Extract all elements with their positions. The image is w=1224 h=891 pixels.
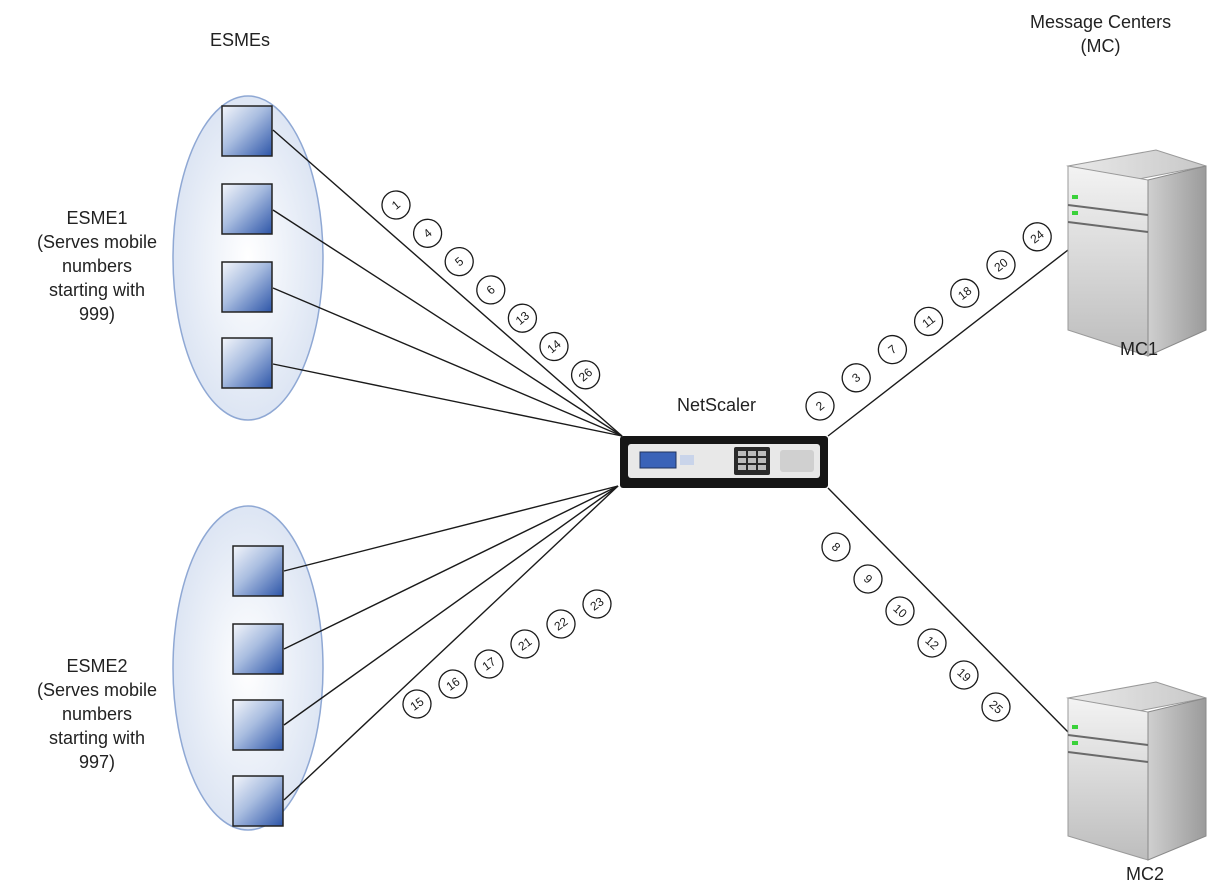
mc1-label: MC1 bbox=[1120, 339, 1159, 359]
sequence-marker: 4 bbox=[412, 218, 443, 248]
sequence-marker: 6 bbox=[476, 275, 506, 305]
mc2-server-icon bbox=[1066, 681, 1207, 861]
mc2-label: MC2 bbox=[1126, 864, 1165, 884]
esme1-group-ellipse bbox=[172, 95, 324, 421]
sequence-marker: 18 bbox=[950, 278, 980, 308]
sequence-marker: 26 bbox=[570, 360, 601, 390]
sequence-marker-circle bbox=[381, 190, 411, 220]
sequence-marker: 5 bbox=[444, 246, 474, 277]
sequence-marker-circle bbox=[981, 692, 1011, 722]
esme-node-icon bbox=[221, 105, 273, 157]
esme-node-icon bbox=[232, 545, 284, 597]
sequence-marker: 24 bbox=[1022, 222, 1052, 252]
sequence-marker: 15 bbox=[402, 689, 432, 719]
sequence-marker-circle bbox=[949, 660, 979, 690]
sequence-marker-circle bbox=[474, 649, 504, 679]
esme-node-icon bbox=[221, 261, 273, 313]
sequence-marker: 1 bbox=[381, 190, 411, 220]
sequence-marker-circle bbox=[582, 589, 612, 619]
sequence-marker-circle bbox=[821, 532, 851, 562]
sequence-marker: 23 bbox=[582, 589, 612, 619]
sequence-marker: 16 bbox=[438, 669, 468, 699]
sequence-marker-circle bbox=[805, 391, 835, 421]
mc-title: Message Centers (MC) bbox=[1030, 12, 1172, 56]
esme1-links bbox=[272, 129, 623, 437]
sequence-marker: 3 bbox=[841, 363, 871, 393]
sequence-marker: 9 bbox=[853, 564, 883, 594]
sequence-marker-circle bbox=[885, 596, 915, 626]
sequence-marker-circle bbox=[438, 669, 468, 699]
esme1-label: ESME1 (Serves mobile numbers starting wi… bbox=[37, 208, 158, 324]
esme-node-icon bbox=[232, 775, 284, 827]
sequence-marker-circle bbox=[913, 306, 944, 337]
sequence-marker-circle bbox=[444, 246, 474, 277]
esme1-nodes bbox=[221, 105, 273, 389]
sequence-marker-circle bbox=[402, 689, 432, 719]
sequence-marker: 2 bbox=[805, 391, 835, 421]
sequence-marker-circle bbox=[917, 628, 947, 658]
sequence-marker: 8 bbox=[821, 532, 851, 562]
netscaler-label: NetScaler bbox=[677, 395, 757, 415]
mc1-link bbox=[827, 249, 1069, 437]
mc1-server-icon bbox=[1066, 149, 1207, 357]
sequence-marker: 22 bbox=[546, 609, 576, 639]
sequence-marker-circle bbox=[546, 609, 576, 639]
sequence-marker-circle bbox=[841, 363, 871, 393]
sequence-marker: 19 bbox=[949, 660, 979, 690]
sequence-marker-circle bbox=[570, 360, 601, 390]
sequence-marker-circle bbox=[539, 331, 569, 362]
esmes-title: ESMEs bbox=[210, 30, 271, 50]
sequence-marker-circle bbox=[877, 334, 908, 365]
sequence-marker-circle bbox=[510, 629, 540, 659]
sequence-marker-circle bbox=[853, 564, 883, 594]
sequence-marker: 21 bbox=[510, 629, 540, 659]
mc2-link bbox=[827, 487, 1069, 733]
sequence-marker: 20 bbox=[986, 250, 1016, 280]
esme-node-icon bbox=[221, 337, 273, 389]
sequence-marker: 10 bbox=[885, 596, 915, 626]
sequence-marker: 25 bbox=[981, 692, 1011, 722]
sequence-marker-circle bbox=[950, 278, 980, 308]
esme-node-icon bbox=[221, 183, 273, 235]
esme2-label: ESME2 (Serves mobile numbers starting wi… bbox=[37, 656, 158, 772]
sequence-marker-circle bbox=[986, 250, 1016, 280]
sequence-marker: 13 bbox=[507, 303, 538, 333]
sequence-marker: 11 bbox=[913, 306, 944, 337]
sequence-marker: 17 bbox=[474, 649, 504, 679]
sequence-markers: 1456131426151617212223237111820248910121… bbox=[381, 190, 1052, 722]
sequence-marker: 7 bbox=[877, 334, 908, 365]
esme-node-icon bbox=[232, 699, 284, 751]
sequence-marker-circle bbox=[476, 275, 506, 305]
sequence-marker: 14 bbox=[539, 331, 569, 362]
esme2-nodes bbox=[232, 545, 284, 827]
netscaler-appliance-icon bbox=[620, 436, 828, 488]
sequence-marker-circle bbox=[1022, 222, 1052, 252]
sequence-marker-circle bbox=[412, 218, 443, 248]
sequence-marker: 12 bbox=[917, 628, 947, 658]
sequence-marker-circle bbox=[507, 303, 538, 333]
esme2-links bbox=[283, 485, 619, 801]
esme-node-icon bbox=[232, 623, 284, 675]
